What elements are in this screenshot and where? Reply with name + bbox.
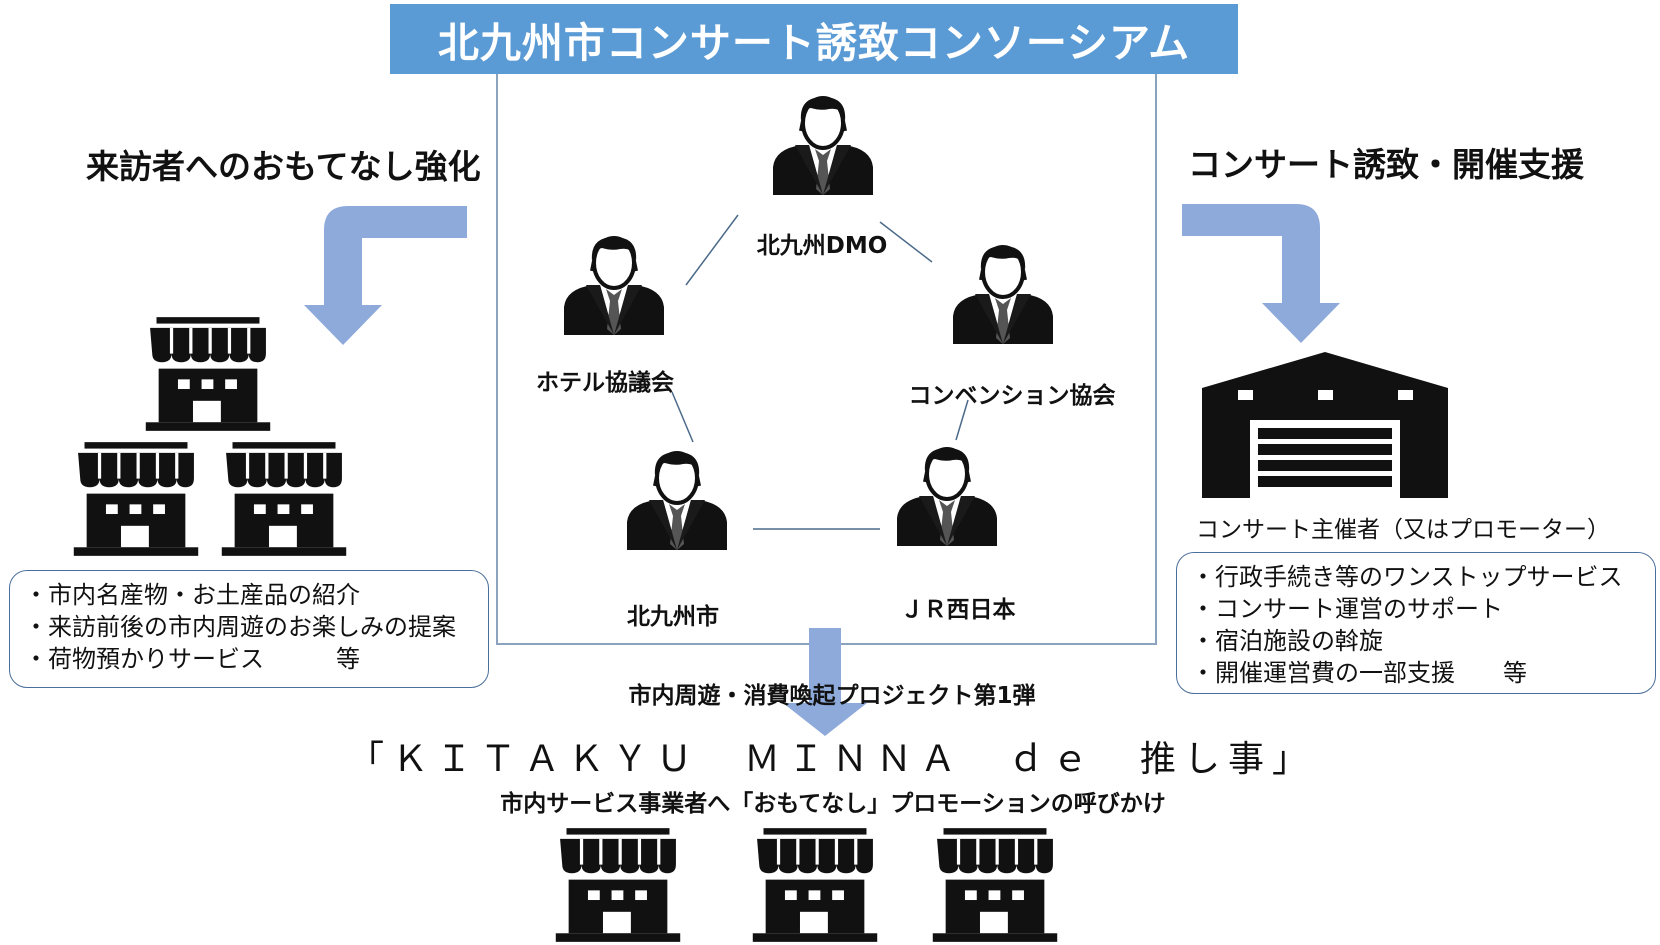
left-heading: 来訪者へのおもてなし強化 (86, 147, 481, 186)
arrow-icon-right (1182, 204, 1340, 343)
member-city-label: 北九州市 (627, 604, 719, 630)
right-heading: コンサート誘致・開催支援 (1188, 145, 1584, 184)
member-dmo-icon (763, 95, 883, 195)
warehouse-icon (1202, 352, 1448, 498)
arrow-icon-left (304, 206, 467, 345)
right-item: ・宿泊施設の斡旋 (1191, 627, 1383, 655)
member-hotel-icon (554, 235, 674, 335)
left-item: ・市内名産物・お土産品の紹介 (24, 581, 360, 609)
shop-icon (214, 440, 354, 558)
member-dmo-label: 北九州DMO (756, 233, 888, 259)
arrow-icon-down (783, 628, 867, 736)
member-convention-icon (943, 244, 1063, 344)
shop-icon (66, 440, 206, 558)
warehouse-label: コンサート主催者（又はプロモーター） (1196, 517, 1610, 543)
left-item: ・荷物預かりサービス 等 (24, 645, 360, 673)
shop-icon (548, 826, 688, 944)
project-call: 市内サービス事業者へ「おもてなし」プロモーションの呼びかけ (500, 791, 1166, 817)
member-city-icon (617, 450, 737, 550)
title-bar: 北九州市コンサート誘致コンソーシアム (390, 4, 1238, 74)
member-hotel-label: ホテル協議会 (536, 370, 674, 396)
left-info-box: ・市内名産物・お土産品の紹介 ・来訪前後の市内周遊のお楽しみの提案 ・荷物預かり… (9, 570, 489, 688)
member-jr-label: ＪＲ西日本 (900, 597, 1016, 623)
member-convention-label: コンベンション協会 (908, 383, 1116, 409)
right-item: ・行政手続き等のワンストップサービス (1191, 563, 1623, 591)
left-item: ・来訪前後の市内周遊のお楽しみの提案 (24, 613, 456, 641)
diagram-title: 北九州市コンサート誘致コンソーシアム (437, 19, 1191, 67)
right-item: ・開催運営費の一部支援 等 (1191, 659, 1527, 687)
project-subtitle: 市内周遊・消費喚起プロジェクト第1弾 (628, 683, 1036, 709)
shop-icon (745, 826, 885, 944)
project-name: 「ＫＩＴＡＫＹＵ ＭＩＮＮＡ ｄｅ 推し事」 (347, 739, 1317, 780)
right-item: ・コンサート運営のサポート (1191, 595, 1503, 623)
member-jr-icon (887, 446, 1007, 546)
shop-icon (925, 826, 1065, 944)
right-info-box: ・行政手続き等のワンストップサービス ・コンサート運営のサポート ・宿泊施設の斡… (1176, 552, 1656, 694)
shop-icon (139, 315, 277, 433)
